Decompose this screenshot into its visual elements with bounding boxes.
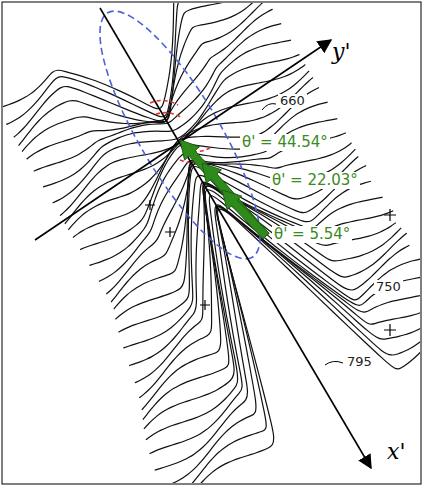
contour-line bbox=[166, 206, 420, 483]
contour-value: 750 bbox=[374, 280, 403, 294]
contour-line bbox=[22, 3, 267, 152]
contour-line bbox=[53, 55, 300, 203]
green-arrows bbox=[180, 140, 269, 239]
angle-label: θ' = 44.54° bbox=[240, 134, 330, 151]
contour-line bbox=[155, 209, 420, 470]
contour-line bbox=[135, 186, 396, 383]
contour-line bbox=[139, 186, 401, 398]
contour-line bbox=[143, 184, 409, 420]
contour-value: 660 bbox=[278, 94, 307, 108]
contour-value: 795 bbox=[345, 355, 374, 369]
contour-line bbox=[170, 207, 420, 483]
plus-markers bbox=[145, 200, 396, 336]
angle-label: θ' = 5.54° bbox=[272, 226, 352, 243]
axis-label: x' bbox=[385, 440, 407, 464]
contour-line bbox=[161, 206, 420, 483]
angle-arrow bbox=[222, 190, 269, 239]
y-axis bbox=[35, 40, 331, 240]
contour-line bbox=[118, 166, 370, 332]
angle-arrow bbox=[202, 163, 269, 239]
contour-line bbox=[3, 3, 245, 109]
contour-line bbox=[144, 190, 420, 429]
axis-label: y' bbox=[330, 40, 352, 64]
x-axis bbox=[100, 8, 371, 468]
angle-arrow bbox=[180, 140, 269, 239]
angle-label: θ' = 22.03° bbox=[270, 172, 360, 189]
red-dashed-arcs bbox=[150, 100, 210, 162]
contour-line bbox=[150, 205, 420, 454]
contour-line bbox=[129, 182, 393, 365]
leader-795 bbox=[325, 361, 343, 365]
leader-660 bbox=[262, 104, 276, 110]
contour-line bbox=[142, 183, 407, 410]
contour-lines bbox=[3, 3, 420, 483]
contour-line bbox=[6, 3, 253, 125]
